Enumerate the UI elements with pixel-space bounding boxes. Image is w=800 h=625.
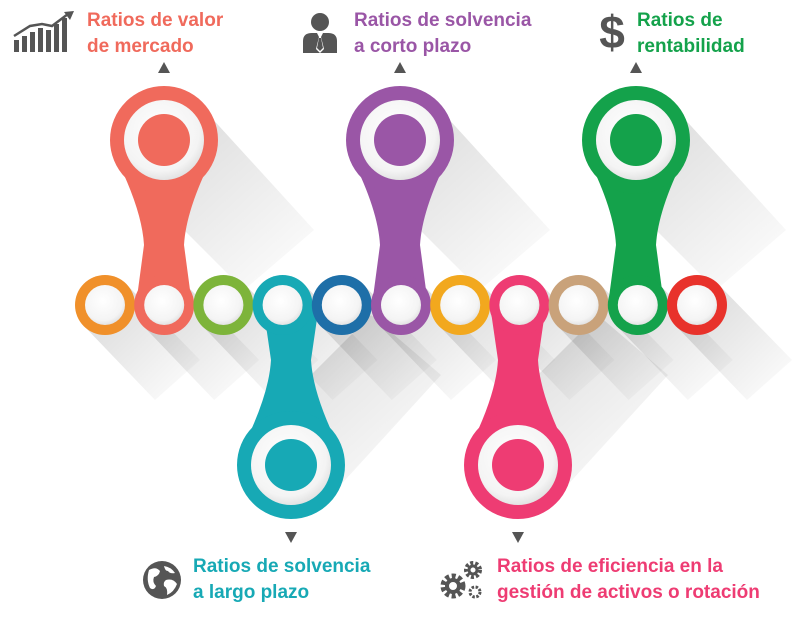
chain-circle-inner [558, 285, 599, 325]
chain-circle-inner [617, 285, 658, 325]
label-line: gestión de activos o rotación [497, 582, 760, 603]
arrow-down-icon [285, 532, 297, 543]
pin-stem-profitability [588, 158, 684, 305]
pin-heads-layer [110, 86, 690, 519]
pin-head-core [265, 439, 317, 491]
dollar-sign-icon: $ [599, 6, 625, 58]
globe-icon [143, 561, 181, 599]
label-line: de mercado [87, 36, 194, 57]
chain-circle-inner [440, 285, 481, 325]
pin-stem-market-value [116, 158, 212, 305]
label-long-term-solvency: Ratios de solvencia a largo plazo [193, 554, 370, 606]
bar-chart-icon [13, 11, 74, 52]
pin-head-core [610, 114, 662, 166]
label-line: Ratios de solvencia [354, 10, 532, 31]
pin-head-core [138, 114, 190, 166]
arrow-down-icon [512, 532, 524, 543]
chain-circle-inner [262, 285, 303, 325]
pin-stem-short-term-solvency [352, 158, 448, 305]
label-line: Ratios de [637, 10, 723, 31]
label-line: Ratios de eficiencia en la [497, 556, 723, 577]
label-line: Ratios de solvencia [193, 556, 371, 577]
arrow-up-icon [394, 62, 406, 73]
chain-circle-inner [144, 285, 185, 325]
label-line: Ratios de valor [87, 10, 224, 31]
label-line: a corto plazo [354, 36, 472, 57]
label-market-value: Ratios de valor de mercado [87, 8, 223, 60]
label-asset-efficiency: Ratios de eficiencia en la gestión de ac… [497, 554, 760, 606]
chain-circle-inner [85, 285, 125, 325]
label-line: rentabilidad [637, 36, 745, 57]
label-line: a largo plazo [193, 582, 310, 603]
label-short-term-solvency: Ratios de solvencia a corto plazo [354, 8, 531, 60]
label-profitability: Ratios de rentabilidad [637, 8, 745, 60]
gears-icon [440, 561, 482, 599]
arrow-up-icon [158, 62, 170, 73]
chain-circle-inner [321, 285, 362, 325]
businessman-icon [303, 13, 337, 53]
pin-head-core [374, 114, 426, 166]
chain-circle-inner [203, 285, 244, 325]
pin-stem-asset-efficiency [470, 305, 566, 447]
pins-layer [116, 158, 684, 447]
svg-text:$: $ [599, 6, 625, 58]
arrow-up-icon [630, 62, 642, 73]
chain-circle-inner [381, 285, 421, 325]
arrows-layer [158, 62, 642, 543]
pin-head-core [492, 439, 544, 491]
chain-circle-inner [677, 285, 717, 325]
chain-circle-inner [499, 285, 540, 325]
chain-layer [75, 275, 727, 335]
pin-stem-long-term-solvency [243, 305, 339, 447]
